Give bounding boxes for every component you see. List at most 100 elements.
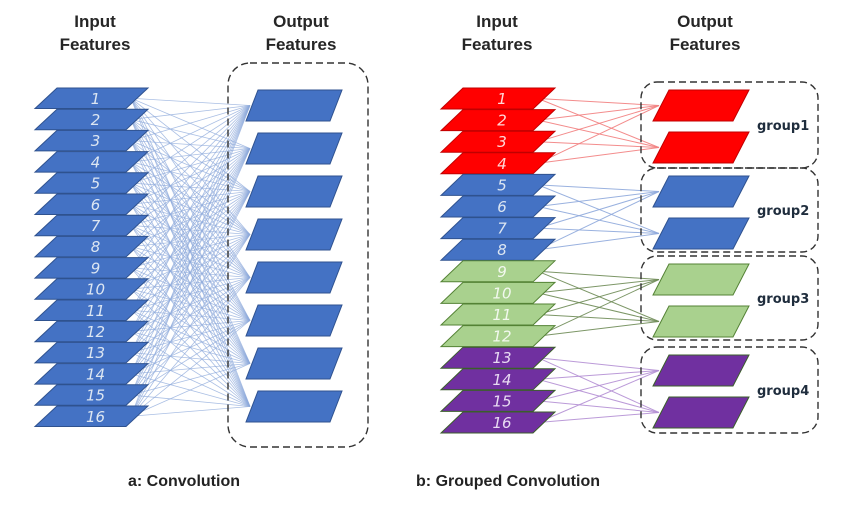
input-feature-layer: 11 [439, 303, 557, 326]
connection-line [130, 320, 251, 396]
input-feature-number: 8 [497, 241, 507, 259]
connection-line [537, 184, 660, 234]
input-feature-number: 16 [86, 408, 105, 426]
connection-line [130, 105, 251, 226]
input-feature-plane [439, 411, 557, 434]
input-feature-number: 1 [497, 90, 507, 108]
input-feature-plane [33, 405, 150, 427]
connection-line [537, 191, 660, 207]
input-feature-layer: 10 [439, 281, 557, 304]
input-feature-plane [439, 325, 557, 348]
connection-line [537, 370, 660, 402]
connection-line [537, 105, 660, 121]
input-feature-plane [439, 346, 557, 369]
input-feature-layer: 1 [439, 87, 557, 110]
input-feature-number: 10 [86, 281, 105, 299]
input-feature-number: 13 [86, 344, 105, 362]
input-feature-plane [33, 193, 150, 215]
connection-line [130, 105, 251, 205]
group-box-3 [640, 255, 819, 341]
connection-line [537, 270, 660, 280]
connection-line [130, 148, 251, 417]
input-feature-layer: 3 [439, 130, 557, 153]
connection-line [537, 105, 660, 164]
output-feature-plane [245, 175, 343, 208]
input-feature-plane [33, 108, 150, 131]
group-label: group1 [757, 119, 809, 134]
input-feature-plane [33, 151, 150, 173]
connection-line [537, 227, 660, 234]
input-feature-number: 5 [497, 176, 507, 194]
input-feature-plane [439, 173, 557, 196]
input-feature-plane [33, 278, 150, 300]
input-feature-plane [33, 363, 150, 385]
input-feature-number: 13 [492, 349, 511, 367]
group-box-2 [640, 167, 819, 253]
panel-b: Input Features Output Features group1gro… [416, 12, 819, 490]
input-feature-number: 16 [492, 414, 511, 432]
input-feature-plane [439, 152, 557, 175]
input-feature-plane [33, 384, 150, 406]
input-feature-plane [33, 341, 150, 364]
input-feature-number: 12 [86, 323, 105, 341]
input-feature-number: 5 [91, 175, 101, 193]
panel-a-output-header-line1: Output [273, 12, 329, 31]
output-feature-plane [652, 175, 750, 208]
input-feature-layer: 15 [439, 389, 557, 412]
group-box-4 [640, 346, 819, 434]
input-feature-layer: 10 [33, 278, 150, 300]
input-feature-plane [33, 299, 150, 321]
connection-line [537, 370, 660, 380]
input-feature-number: 7 [497, 220, 507, 238]
input-feature-layer: 9 [33, 257, 150, 279]
input-feature-number: 6 [497, 198, 507, 216]
input-feature-plane [439, 303, 557, 326]
output-feature-plane [245, 89, 343, 122]
input-feature-layer: 7 [439, 217, 557, 240]
panel-a-connections [130, 97, 251, 417]
input-feature-layer: 8 [439, 238, 557, 261]
output-feature-plane [652, 89, 750, 122]
input-feature-number: 7 [91, 217, 101, 235]
connection-line [130, 105, 251, 290]
connection-line [537, 400, 660, 413]
connection-line [537, 357, 660, 413]
input-feature-layer: 2 [33, 108, 150, 131]
input-feature-layer: 14 [33, 363, 150, 385]
input-feature-number: 15 [492, 392, 511, 410]
input-feature-number: 6 [91, 196, 101, 214]
input-feature-plane [439, 217, 557, 240]
input-feature-layer: 4 [439, 152, 557, 175]
input-feature-plane [33, 320, 150, 343]
connection-line [537, 378, 660, 413]
input-feature-plane [439, 281, 557, 304]
connection-line [537, 98, 660, 148]
panel-a-input-header-line2: Features [60, 35, 131, 54]
connection-line [130, 105, 251, 311]
connection-line [130, 105, 251, 396]
input-feature-layer: 15 [33, 384, 150, 406]
connection-line [130, 105, 251, 269]
connection-line [130, 277, 251, 417]
input-feature-plane [439, 238, 557, 261]
input-feature-number: 11 [86, 302, 105, 320]
panel-b-input-header-line1: Input [476, 12, 518, 31]
output-feature-plane [652, 131, 750, 164]
output-feature-plane [245, 218, 343, 251]
input-feature-plane [439, 368, 557, 391]
output-feature-plane [652, 263, 750, 296]
connection-line [130, 191, 251, 396]
input-feature-number: 9 [91, 259, 101, 277]
input-feature-layer: 2 [439, 109, 557, 132]
input-feature-plane [439, 130, 557, 153]
output-feature-plane [245, 390, 343, 423]
input-feature-plane [439, 195, 557, 218]
input-feature-number: 4 [497, 155, 507, 173]
connection-line [537, 279, 660, 315]
connection-line [130, 105, 251, 332]
input-feature-plane [33, 87, 150, 109]
connection-line [537, 105, 660, 143]
output-feature-plane [245, 304, 343, 337]
connection-line [537, 233, 660, 251]
